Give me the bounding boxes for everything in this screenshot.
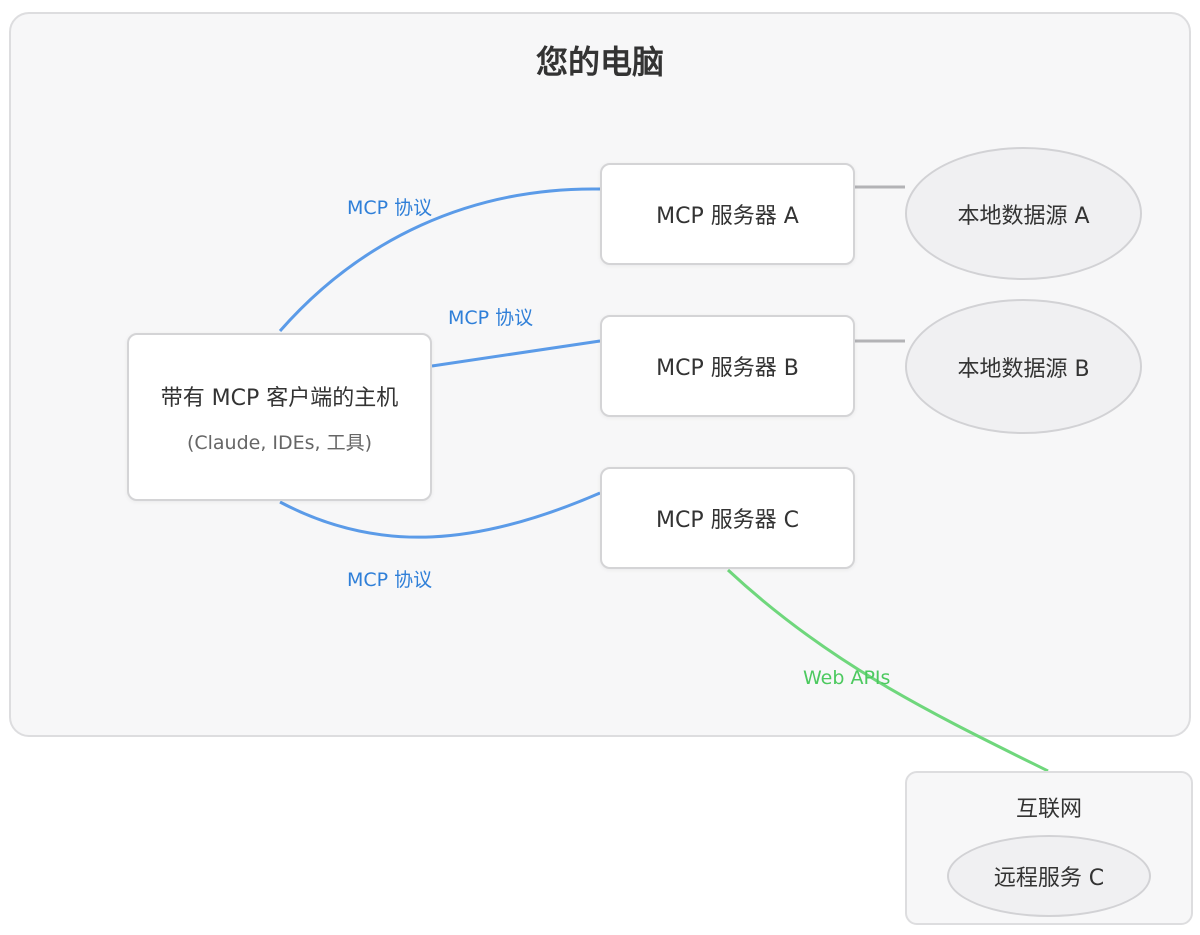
remote-service-label: 远程服务 C — [993, 866, 1105, 891]
server-label-b: MCP 服务器 B — [656, 356, 799, 381]
server-label-c: MCP 服务器 C — [656, 508, 799, 533]
edge-mcp-a — [278, 187, 601, 332]
server-node-b: MCP 服务器 B — [600, 315, 855, 417]
data-source-label-b: 本地数据源 B — [957, 356, 1090, 382]
server-label-a: MCP 服务器 A — [656, 204, 799, 229]
host-node: 带有 MCP 客户端的主机 (Claude, IDEs, 工具) — [127, 333, 432, 501]
remote-service-node: 远程服务 C — [947, 835, 1151, 917]
host-subtitle: (Claude, IDEs, 工具) — [186, 431, 373, 454]
edge-label-web-api: Web APIs — [803, 667, 891, 689]
data-source-label-a: 本地数据源 A — [957, 203, 1090, 229]
server-node-c: MCP 服务器 C — [600, 467, 855, 569]
edge-label-mcp-c: MCP 协议 — [347, 569, 433, 591]
data-source-node-b: 本地数据源 B — [905, 299, 1142, 434]
edge-label-mcp-b: MCP 协议 — [448, 307, 534, 329]
edge-label-mcp-a: MCP 协议 — [347, 197, 433, 219]
edge-mcp-b — [431, 339, 601, 368]
data-source-node-a: 本地数据源 A — [905, 147, 1142, 280]
host-title: 带有 MCP 客户端的主机 — [160, 385, 399, 411]
internet-title: 互联网 — [1015, 797, 1082, 822]
edge-web-api — [726, 568, 1049, 773]
computer-title: 您的电脑 — [535, 43, 664, 81]
edge-mcp-c — [279, 491, 601, 539]
server-node-a: MCP 服务器 A — [600, 163, 855, 265]
